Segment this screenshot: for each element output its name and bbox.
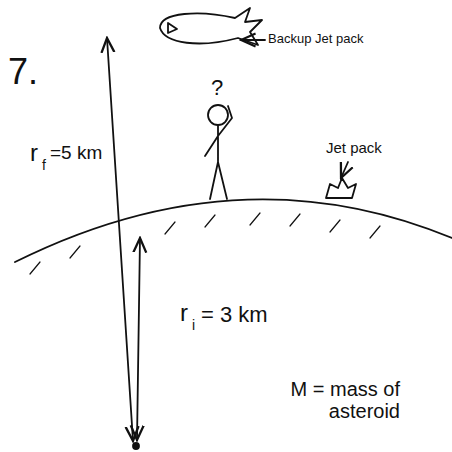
asteroid-surface (15, 199, 452, 262)
subscript: f (42, 158, 46, 173)
person-head (208, 105, 228, 125)
dimension: = 3 km (201, 303, 268, 327)
subscript: i (192, 318, 195, 333)
jet-pack-label: Jet pack (326, 140, 382, 157)
leader-line (241, 39, 265, 41)
backup-label: Backup Jet pack (268, 32, 363, 46)
asteroid-center (133, 443, 139, 449)
mass-note: M = mass of asteroid (228, 378, 400, 422)
person-body (205, 106, 232, 199)
window (168, 23, 177, 33)
jet-pack (326, 178, 356, 198)
final-radius-arrow (107, 38, 133, 441)
dimension: =5 km (50, 143, 102, 164)
leader-line (341, 162, 348, 178)
initial-radius-arrow (137, 238, 140, 440)
surface-hatching (30, 213, 380, 274)
radius-symbol: r (180, 300, 188, 326)
problem-number: 7. (8, 52, 38, 92)
question-mark: ? (211, 76, 223, 100)
radius-symbol: r (30, 140, 38, 166)
